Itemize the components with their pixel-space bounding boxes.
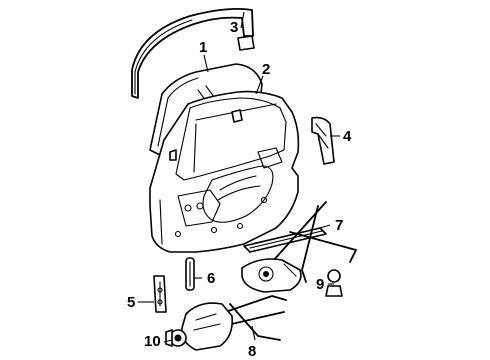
callout-10: 10 [144, 333, 161, 350]
lower-regulator-assembly [165, 295, 287, 351]
part-4-rear-channel [311, 116, 335, 165]
callout-7: 7 [335, 217, 343, 234]
callout-8: 8 [248, 343, 256, 360]
part-5-guide-bracket [153, 275, 167, 313]
part-3-run-channel [131, 7, 255, 99]
callout-2: 2 [262, 61, 270, 78]
part-2-door-shell [149, 90, 300, 253]
callout-5: 5 [127, 294, 135, 311]
callout-4: 4 [343, 128, 352, 145]
part-9-knob [325, 269, 343, 297]
callout-6: 6 [207, 270, 215, 287]
callout-labels: 1 2 3 4 5 6 7 8 9 10 [127, 19, 352, 360]
callout-1: 1 [199, 39, 207, 56]
callout-3: 3 [230, 19, 238, 36]
leader-lines [138, 11, 340, 343]
part-6-vertical-guide [185, 257, 195, 291]
window-regulator-motor [241, 201, 357, 293]
callout-9: 9 [316, 276, 324, 293]
